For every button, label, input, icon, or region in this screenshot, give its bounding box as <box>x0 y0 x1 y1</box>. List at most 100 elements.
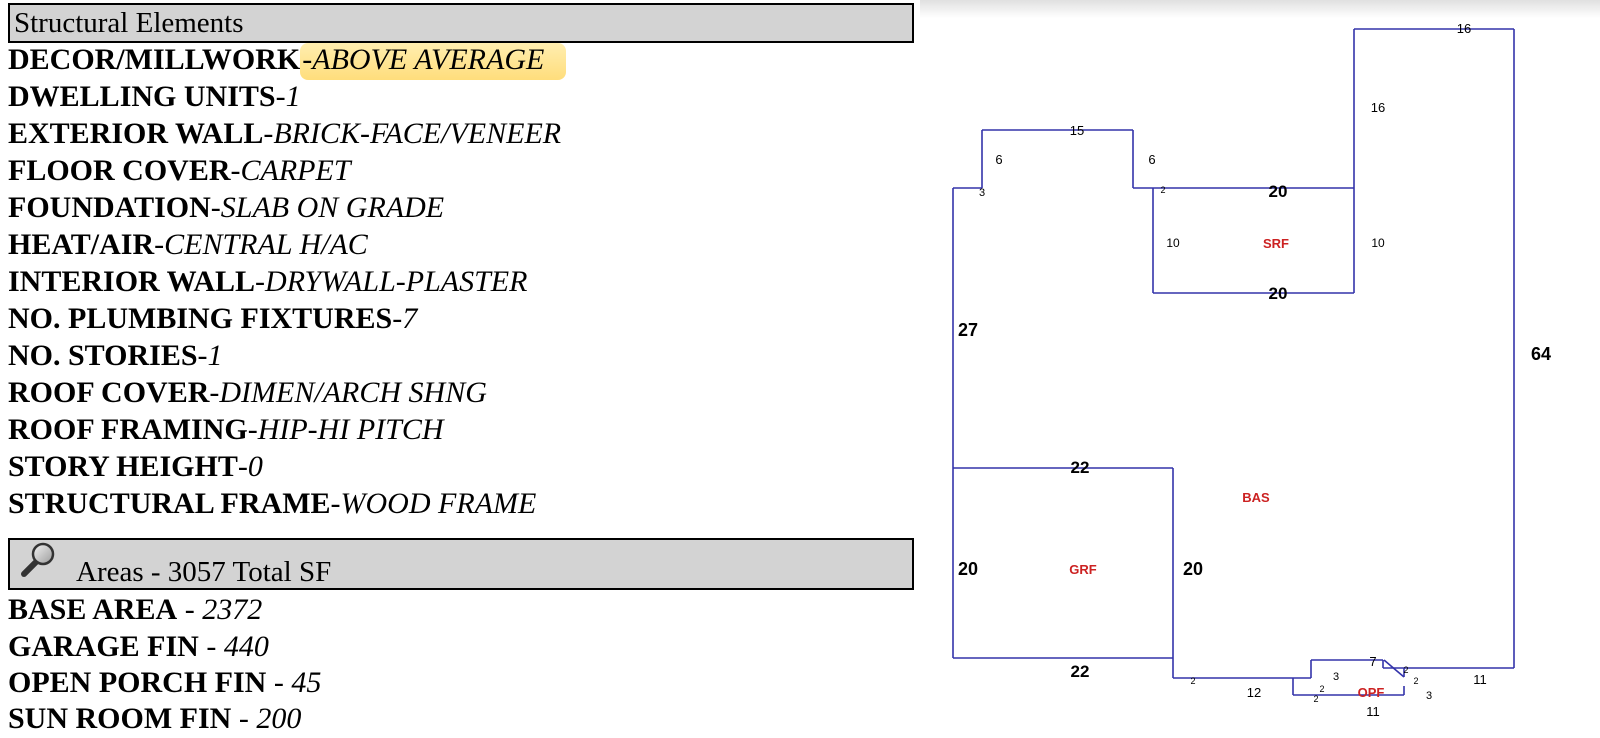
row-key: STORY HEIGHT <box>8 450 238 483</box>
dim-label: 16 <box>1457 21 1471 36</box>
structural-row: DECOR/MILLWORK-ABOVE AVERAGE <box>8 42 567 80</box>
row-key: STRUCTURAL FRAME <box>8 487 331 520</box>
row-sep: - <box>392 302 403 335</box>
dim-label: 27 <box>958 320 978 340</box>
structural-row: FLOOR COVER-CARPET <box>8 153 351 189</box>
magnifier-icon[interactable] <box>18 540 58 580</box>
dim-label: 64 <box>1531 344 1551 364</box>
building-sketch: 16 16 15 6 6 3 2 20 20 10 10 27 64 22 22… <box>952 21 1551 719</box>
opf-label: OPF <box>1358 685 1385 700</box>
dim-label: 20 <box>1183 559 1203 579</box>
row-sep: - <box>247 413 258 446</box>
dim-label: 16 <box>1371 100 1385 115</box>
row-value: BRICK-FACE/VENEER <box>273 117 562 150</box>
dim-label: 22 <box>1071 662 1090 681</box>
row-key: DWELLING UNITS <box>8 80 276 113</box>
dim-label: 3 <box>1333 671 1339 683</box>
dim-label: 2 <box>1413 676 1418 686</box>
row-key: EXTERIOR WALL <box>8 117 264 150</box>
row-value: WOOD FRAME <box>340 487 537 520</box>
bas-label: BAS <box>1242 490 1270 505</box>
area-sep: - <box>177 593 203 626</box>
row-value: 1 <box>207 339 223 372</box>
row-key: INTERIOR WALL <box>8 265 256 298</box>
dim-label: 3 <box>1426 690 1432 702</box>
row-sep: - <box>263 117 274 150</box>
areas-title: Areas - 3057 Total SF <box>76 556 332 589</box>
structural-row: NO. PLUMBING FIXTURES-7 <box>8 301 417 337</box>
highlight-mark: -ABOVE AVERAGE <box>300 43 567 80</box>
row-key: NO. PLUMBING FIXTURES <box>8 302 393 335</box>
dim-label: 12 <box>1247 685 1261 700</box>
row-sep: - <box>230 154 241 187</box>
area-sep: - <box>231 702 257 735</box>
row-sep: - <box>330 487 341 520</box>
structural-row: STRUCTURAL FRAME-WOOD FRAME <box>8 486 536 522</box>
dim-label: 2 <box>1319 684 1324 694</box>
area-row: OPEN PORCH FIN - 45 <box>8 665 321 701</box>
structural-row: EXTERIOR WALL-BRICK-FACE/VENEER <box>8 116 561 152</box>
row-value: CARPET <box>240 154 351 187</box>
area-value: 200 <box>256 702 302 735</box>
structural-row: ROOF COVER-DIMEN/ARCH SHNG <box>8 375 487 411</box>
area-row: BASE AREA - 2372 <box>8 592 262 628</box>
row-sep: - <box>237 450 248 483</box>
area-sep: - <box>266 666 292 699</box>
dim-label: 10 <box>1371 236 1385 250</box>
dim-label: 2 <box>1160 185 1165 195</box>
area-value: 2372 <box>202 593 263 626</box>
structural-row: NO. STORIES-1 <box>8 338 223 374</box>
area-row: SUN ROOM FIN - 200 <box>8 701 301 737</box>
row-value: 1 <box>285 80 301 113</box>
area-key: OPEN PORCH FIN <box>8 666 267 699</box>
row-sep: - <box>197 339 208 372</box>
dim-label: 2 <box>1403 665 1408 675</box>
structural-row: DWELLING UNITS-1 <box>8 79 301 115</box>
row-sep: - <box>154 228 165 261</box>
row-key: HEAT/AIR <box>8 228 155 261</box>
row-value: 7 <box>402 302 418 335</box>
areas-header[interactable]: Areas - 3057 Total SF <box>8 538 914 590</box>
dim-label: 22 <box>1071 458 1090 477</box>
dimension-labels: 16 16 15 6 6 3 2 20 20 10 10 27 64 22 22… <box>958 21 1551 719</box>
dim-label: 2 <box>1190 676 1195 686</box>
row-sep: - <box>275 80 286 113</box>
row-value: DIMEN/ARCH SHNG <box>219 376 487 409</box>
row-key: ROOF COVER <box>8 376 210 409</box>
area-row: GARAGE FIN - 440 <box>8 629 269 665</box>
dim-label: 6 <box>1148 152 1155 167</box>
area-key: BASE AREA <box>8 593 178 626</box>
area-key: GARAGE FIN <box>8 630 199 663</box>
row-value: SLAB ON GRADE <box>220 191 445 224</box>
structural-row: ROOF FRAMING-HIP-HI PITCH <box>8 412 444 448</box>
row-key: DECOR/MILLWORK <box>8 43 301 76</box>
structural-row: STORY HEIGHT-0 <box>8 449 263 485</box>
dim-label: 3 <box>979 187 985 199</box>
dim-label: 20 <box>1269 284 1288 303</box>
row-value: HIP-HI PITCH <box>257 413 444 446</box>
dim-label: 10 <box>1166 236 1180 250</box>
dim-label: 20 <box>958 559 978 579</box>
row-key: NO. STORIES <box>8 339 198 372</box>
dim-label: 6 <box>995 152 1002 167</box>
row-sep: - <box>209 376 220 409</box>
dim-label: 15 <box>1070 123 1084 138</box>
dim-label: 11 <box>1366 704 1380 719</box>
row-sep: - <box>255 265 266 298</box>
row-value: ABOVE AVERAGE <box>312 43 545 76</box>
row-key: ROOF FRAMING <box>8 413 248 446</box>
row-sep: - <box>302 43 313 76</box>
srf-label: SRF <box>1263 236 1289 251</box>
sketch-outline <box>952 28 1515 696</box>
row-key: FLOOR COVER <box>8 154 231 187</box>
area-value: 440 <box>223 630 269 663</box>
structural-row: FOUNDATION-SLAB ON GRADE <box>8 190 444 226</box>
dim-label: 11 <box>1473 672 1487 687</box>
row-value: 0 <box>247 450 263 483</box>
area-key: SUN ROOM FIN <box>8 702 232 735</box>
row-sep: - <box>210 191 221 224</box>
grf-label: GRF <box>1069 562 1097 577</box>
dim-label: 2 <box>1313 694 1318 704</box>
area-value: 45 <box>291 666 322 699</box>
row-key: FOUNDATION <box>8 191 211 224</box>
